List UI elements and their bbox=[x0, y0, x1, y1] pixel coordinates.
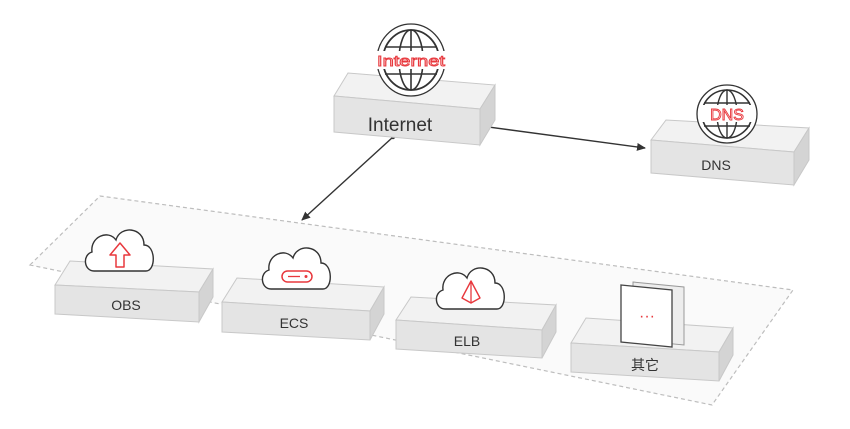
service-label: 其它 bbox=[631, 357, 659, 373]
dns-icon-text: DNS bbox=[710, 107, 744, 124]
service-obs: OBS bbox=[54, 229, 214, 324]
box-front bbox=[650, 139, 795, 186]
box-front bbox=[570, 342, 720, 382]
document-more-icon bbox=[620, 281, 685, 348]
box-front bbox=[395, 319, 543, 359]
internet-icon-text: Internet bbox=[377, 53, 446, 70]
cloud-server-icon bbox=[261, 247, 331, 290]
service-ecs: ECS bbox=[221, 247, 385, 341]
arrow-internet-to-services bbox=[301, 136, 394, 221]
service-other: 其它 ··· bbox=[570, 281, 734, 382]
globe-icon bbox=[696, 84, 758, 144]
service-label: OBS bbox=[111, 297, 141, 313]
globe-icon bbox=[375, 23, 447, 97]
dns-label: DNS bbox=[701, 157, 731, 173]
dns-node: DNS DNS bbox=[650, 84, 810, 187]
box-front bbox=[221, 301, 371, 341]
service-label: ELB bbox=[454, 333, 480, 349]
internet-label: Internet bbox=[368, 115, 433, 136]
service-label: ECS bbox=[280, 315, 309, 331]
box-front bbox=[54, 284, 200, 323]
cloud-upload-icon bbox=[84, 229, 154, 272]
internet-node: Internet Internet bbox=[333, 23, 496, 147]
more-icon-text: ··· bbox=[639, 308, 655, 325]
cloud-loadbalancer-icon bbox=[435, 267, 505, 310]
arrow-internet-to-dns bbox=[480, 125, 646, 151]
box-front bbox=[333, 95, 481, 146]
service-elb: ELB bbox=[395, 267, 557, 359]
